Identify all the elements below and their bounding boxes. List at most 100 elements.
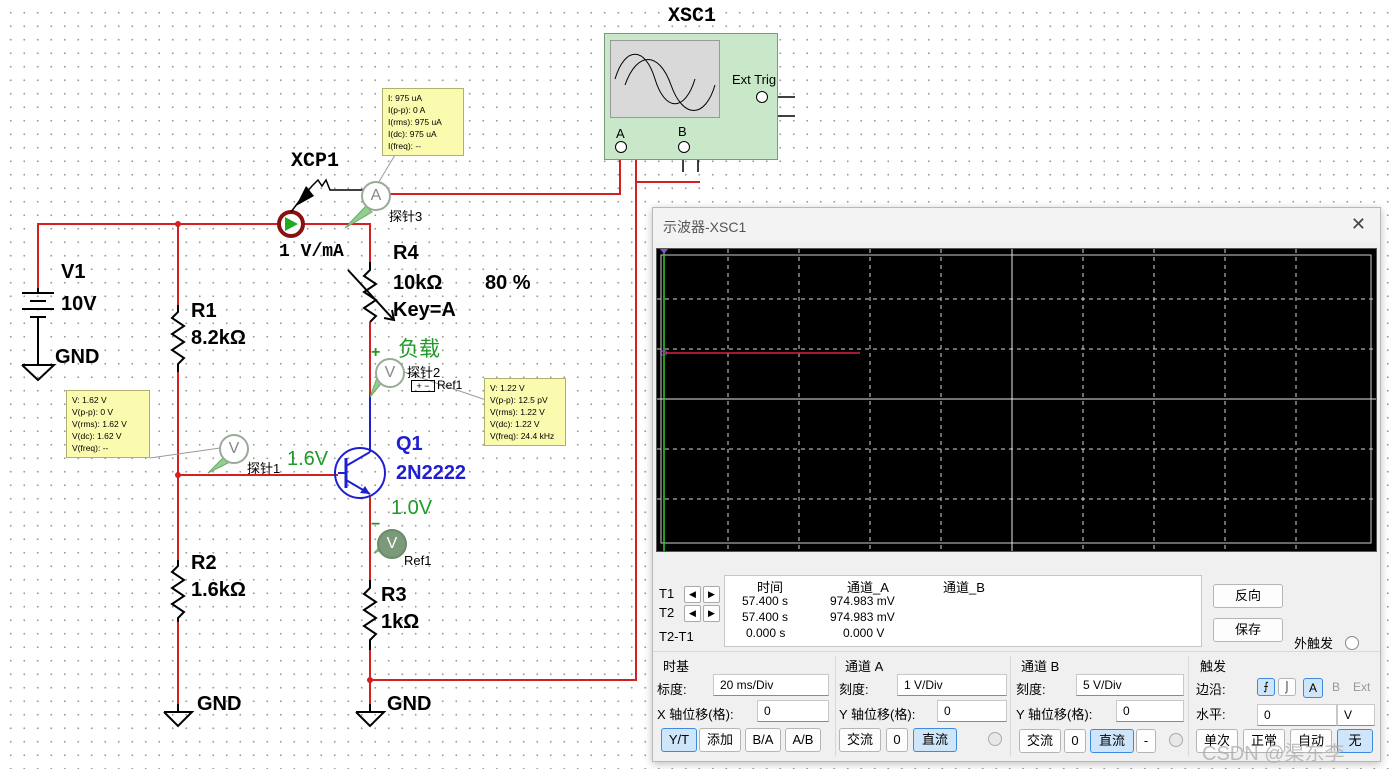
channel-b-scale-field[interactable]: 5 V/Div [1076, 674, 1184, 696]
transistor-symbol [334, 395, 386, 499]
voltmeter-ref1[interactable]: V [377, 529, 407, 559]
t1-left-arrow-icon[interactable]: ◀ [684, 586, 701, 603]
battery-symbol [21, 288, 57, 382]
trigger-source-ext-button[interactable]: Ext [1353, 680, 1371, 694]
probe2-plus: + [371, 344, 381, 361]
channel-b-radio[interactable] [1169, 733, 1183, 747]
tip-line: I(freq): -- [388, 141, 422, 151]
trigger-source-b-button[interactable]: B [1332, 680, 1341, 694]
close-icon[interactable]: ✕ [1350, 214, 1366, 234]
channel-b-ac-button[interactable]: 交流 [1019, 729, 1061, 753]
v1-value: 10V [61, 293, 97, 315]
trigger-source-a-button[interactable]: A [1303, 678, 1323, 698]
channel-b-dc-button[interactable]: 直流 [1090, 729, 1134, 753]
scope-component[interactable]: Ext Trig A B [604, 33, 778, 160]
divider [835, 656, 836, 756]
ext-trig-terminal[interactable] [756, 91, 768, 103]
t2-t1-label: T2-T1 [659, 629, 694, 644]
trigger-level-label: 水平: [1196, 707, 1226, 722]
channel-b-zero-button[interactable]: 0 [1064, 729, 1086, 753]
trigger-normal-button[interactable]: 正常 [1243, 729, 1285, 753]
save-button[interactable]: 保存 [1213, 618, 1283, 642]
channel-a-scale-field[interactable]: 1 V/Div [897, 674, 1007, 696]
ext-trigger-radio[interactable] [1345, 636, 1359, 650]
x-position-field[interactable]: 0 [757, 700, 829, 722]
mode-ab-button[interactable]: A/B [785, 728, 821, 752]
cursor-t1-marker [660, 249, 668, 254]
channel-a-marker [661, 350, 667, 356]
rising-edge-icon[interactable]: ⨍ [1257, 678, 1275, 696]
t2-right-arrow-icon[interactable]: ▶ [703, 605, 720, 622]
ref1-minus: − [371, 516, 381, 533]
v1-name: V1 [61, 261, 86, 283]
timebase-scale-field[interactable]: 20 ms/Div [713, 674, 829, 696]
channel-a-dc-button[interactable]: 直流 [913, 728, 957, 752]
t1-label: T1 [659, 586, 675, 601]
probe3-label: 探针3 [389, 209, 423, 224]
tip-line: V(freq): -- [72, 443, 109, 453]
tip-line: V(p-p): 12.5 pV [490, 395, 548, 405]
tip-line: V(dc): 1.62 V [72, 431, 122, 441]
scope-display[interactable] [656, 248, 1377, 552]
channel-b-scale-label: 刻度: [1016, 682, 1046, 697]
col-channel-b-header: 通道_B [943, 580, 985, 595]
trigger-none-button[interactable]: 无 [1337, 729, 1373, 753]
tip-line: I: 975 uA [388, 93, 423, 103]
ground-symbols [163, 704, 387, 728]
window-titlebar[interactable]: 示波器-XSC1 ✕ [653, 208, 1380, 242]
trigger-unit-select[interactable]: V [1337, 704, 1375, 726]
r1-value: 8.2kΩ [191, 327, 246, 349]
channel-b-terminal[interactable] [678, 141, 690, 153]
tip-line: V(freq): 24.4 kHz [490, 431, 555, 441]
channel-a-ac-button[interactable]: 交流 [839, 728, 881, 752]
channel-b-minus-button[interactable]: - [1136, 729, 1156, 753]
scope-graticule [657, 249, 1376, 551]
trigger-level-field[interactable]: 0 [1257, 704, 1337, 726]
channel-a-ypos-label: Y 轴位移(格): [839, 707, 916, 722]
watermark: CSDN @渠东李 [1202, 743, 1345, 765]
row1-time: 57.400 s [742, 594, 789, 608]
scope-component-screen [610, 40, 720, 118]
t1-right-arrow-icon[interactable]: ▶ [703, 586, 720, 603]
voltmeter-probe2[interactable]: V [375, 358, 405, 388]
junction-dots [175, 221, 373, 683]
tip-line: I(rms): 975 uA [388, 117, 442, 127]
channel-b-ypos-label: Y 轴位移(格): [1016, 707, 1093, 722]
tip-line: V(dc): 1.22 V [490, 419, 540, 429]
channel-a-scale-label: 刻度: [839, 682, 869, 697]
reverse-button[interactable]: 反向 [1213, 584, 1283, 608]
tip-line: V(rms): 1.22 V [490, 407, 545, 417]
divider [653, 651, 1380, 652]
r4-name: R4 [393, 242, 419, 264]
channel-a-ypos-field[interactable]: 0 [937, 700, 1007, 722]
r4-percent: 80 % [485, 272, 531, 294]
current-probe-name: XCP1 [291, 150, 340, 173]
current-probe[interactable] [277, 178, 376, 238]
mode-ba-button[interactable]: B/A [745, 728, 781, 752]
mode-yt-button[interactable]: Y/T [661, 728, 697, 752]
channel-b-ypos-field[interactable]: 0 [1116, 700, 1184, 722]
red-wires [37, 150, 700, 704]
channel-a-radio[interactable] [988, 732, 1002, 746]
divider [1188, 656, 1189, 756]
gnd-label-v1: GND [55, 346, 100, 368]
trigger-single-button[interactable]: 单次 [1196, 729, 1238, 753]
q1-name: Q1 [396, 433, 423, 455]
emitter-voltage: 1.0V [391, 497, 433, 519]
trigger-auto-button[interactable]: 自动 [1290, 729, 1332, 753]
voltmeter-probe1[interactable]: V [219, 434, 249, 464]
tip-line: I(dc): 975 uA [388, 129, 437, 139]
trigger-edge-label: 边沿: [1196, 682, 1226, 697]
ammeter-probe3[interactable]: A [361, 181, 391, 211]
falling-edge-icon[interactable]: ⌡ [1278, 678, 1296, 696]
ref1-label: Ref1 [404, 553, 432, 568]
channel-a-terminal[interactable] [615, 141, 627, 153]
t2-left-arrow-icon[interactable]: ◀ [684, 605, 701, 622]
current-probe-ratio: 1 V/mA [279, 242, 344, 262]
channel-b-terminal-label: B [678, 124, 687, 139]
mode-add-button[interactable]: 添加 [699, 728, 741, 752]
ref1-plus-minus-box: + − [411, 380, 435, 392]
channel-a-zero-button[interactable]: 0 [886, 728, 908, 752]
